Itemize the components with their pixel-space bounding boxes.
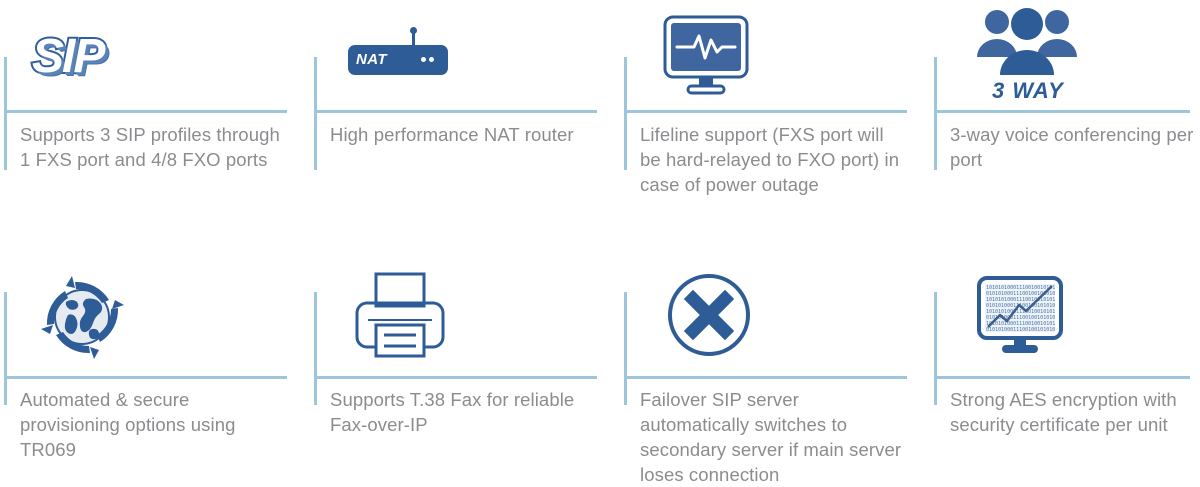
horizontal-rule xyxy=(934,110,1190,113)
icon-area: NAT xyxy=(330,0,590,105)
feature-card-nat-router: NAT High performance NAT router xyxy=(310,0,620,235)
svg-text:1010101000111001001010101101: 1010101000111001001010101101 xyxy=(986,297,1064,303)
feature-card-aes-encryption: 1010101000111001001010101101 01010100011… xyxy=(930,235,1200,469)
horizontal-rule xyxy=(314,376,597,379)
three-way-label: 3 WAY xyxy=(992,78,1065,101)
horizontal-rule xyxy=(624,110,907,113)
icon-area xyxy=(20,253,280,363)
nat-label: NAT xyxy=(356,51,387,68)
feature-caption: Strong AES encryption with security cert… xyxy=(950,389,1177,435)
icon-area xyxy=(640,0,900,105)
feature-caption: Failover SIP server automatically switch… xyxy=(640,389,902,485)
horizontal-rule xyxy=(314,110,597,113)
icon-area: 3 WAY xyxy=(950,0,1200,105)
feature-card-sip-profiles: SIP Supports 3 SIP profiles through 1 FX… xyxy=(0,0,310,235)
three-people-icon: 3 WAY xyxy=(977,7,1077,101)
svg-text:0101010001110010010101011010: 0101010001110010010101011010 xyxy=(986,327,1064,333)
svg-text:1010101000111001001010101101: 1010101000111001001010101101 xyxy=(986,309,1064,315)
vertical-rule xyxy=(624,57,627,170)
circle-x-icon xyxy=(668,274,750,356)
feature-card-three-way-conferencing: 3 WAY 3-way voice conferencing per port xyxy=(930,0,1200,235)
icon-area: SIP xyxy=(20,0,280,105)
feature-card-failover-sip-server: Failover SIP server automatically switch… xyxy=(620,235,930,485)
led-dots-icon xyxy=(421,56,434,62)
nat-router-icon: NAT xyxy=(348,26,448,75)
vertical-rule xyxy=(314,292,317,405)
horizontal-rule xyxy=(4,110,287,113)
feature-card-t38-fax: Supports T.38 Fax for reliable Fax-over-… xyxy=(310,235,620,469)
antenna-icon xyxy=(410,26,417,47)
feature-card-auto-provisioning: Automated & secure provisioning options … xyxy=(0,235,310,469)
feature-card-lifeline-support: Lifeline support (FXS port will be hard-… xyxy=(620,0,930,235)
vertical-rule xyxy=(4,57,7,170)
icon-area: 1010101000111001001010101101 01010100011… xyxy=(950,253,1200,363)
svg-text:1010101000111001001010101101: 1010101000111001001010101101 xyxy=(986,321,1064,327)
monitor-pulse-icon xyxy=(663,15,749,94)
vertical-rule xyxy=(624,292,627,405)
globe-refresh-icon xyxy=(41,276,124,359)
feature-caption: Supports T.38 Fax for reliable Fax-over-… xyxy=(330,389,575,435)
monitor-binary-chart-icon: 1010101000111001001010101101 01010100011… xyxy=(977,276,1064,353)
svg-text:0101010001110010010101011010: 0101010001110010010101011010 xyxy=(986,315,1064,321)
feature-caption: Automated & secure provisioning options … xyxy=(20,389,236,460)
feature-caption: High performance NAT router xyxy=(330,124,574,145)
printer-fax-icon xyxy=(355,272,445,358)
vertical-rule xyxy=(934,57,937,170)
feature-caption: 3-way voice conferencing per port xyxy=(950,124,1194,170)
horizontal-rule xyxy=(624,376,907,379)
horizontal-rule xyxy=(4,376,287,379)
svg-text:0101010001110010010101011010: 0101010001110010010101011010 xyxy=(986,291,1064,297)
feature-caption: Supports 3 SIP profiles through 1 FXS po… xyxy=(20,124,280,170)
vertical-rule xyxy=(934,292,937,405)
svg-text:1010101000111001001010101101: 1010101000111001001010101101 xyxy=(986,285,1064,291)
vertical-rule xyxy=(4,292,7,405)
icon-area xyxy=(640,253,900,363)
feature-caption: Lifeline support (FXS port will be hard-… xyxy=(640,124,900,195)
router-body: NAT xyxy=(348,44,448,75)
vertical-rule xyxy=(314,57,317,170)
sip-logo-icon: SIP xyxy=(30,29,107,83)
icon-area xyxy=(330,253,590,363)
horizontal-rule xyxy=(934,376,1190,379)
